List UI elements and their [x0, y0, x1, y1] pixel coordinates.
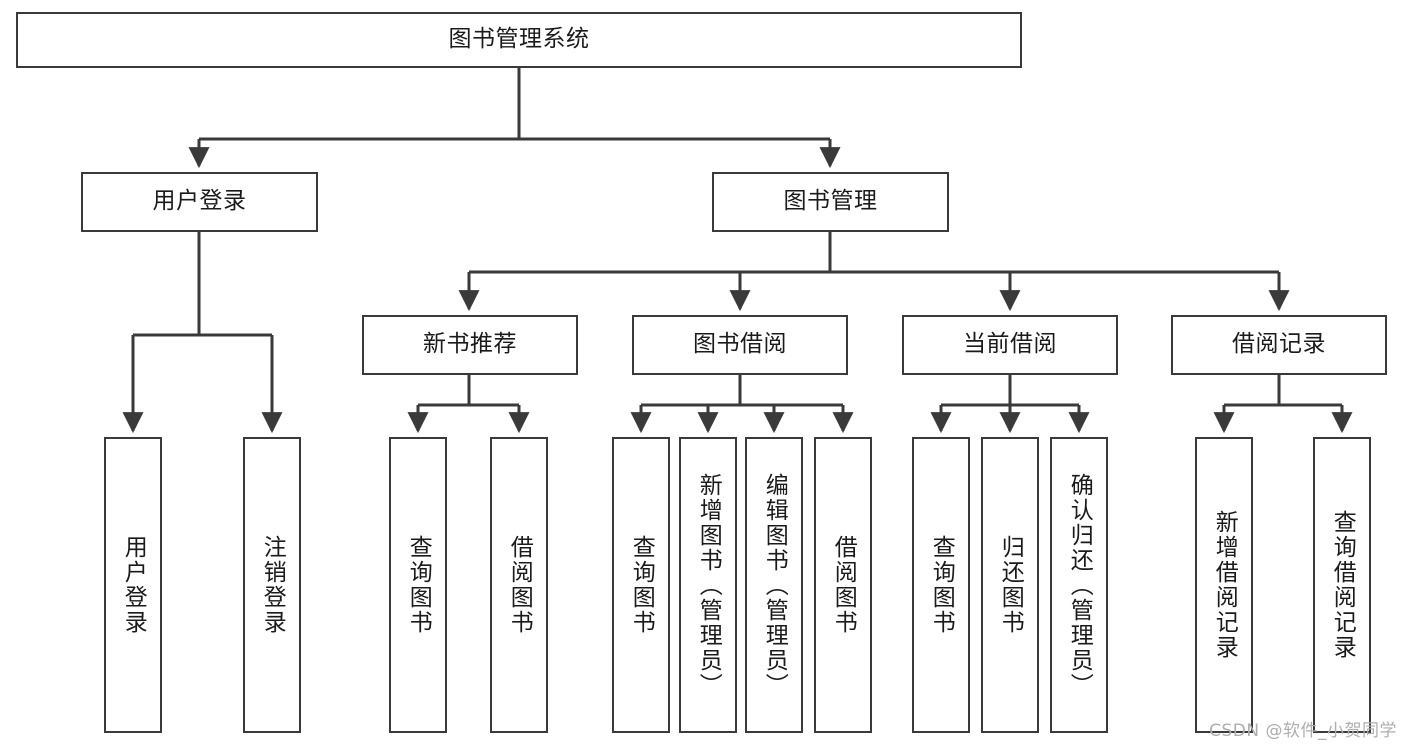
node-leaf-add-borrow-record[interactable]: 新增借阅记录 — [1195, 437, 1253, 733]
node-root-library-system[interactable]: 图书管理系统 — [16, 12, 1022, 68]
node-leaf-borrow-book-recommend[interactable]: 借阅图书 — [490, 437, 548, 733]
node-label: 当前借阅 — [963, 331, 1057, 358]
node-book-management[interactable]: 图书管理 — [712, 172, 949, 232]
node-label: 归还图书 — [997, 535, 1024, 635]
node-user-login[interactable]: 用户登录 — [81, 172, 318, 232]
node-label: 编辑图书（管理员） — [761, 472, 788, 698]
node-leaf-confirm-return-admin[interactable]: 确认归还（管理员） — [1050, 437, 1108, 733]
node-leaf-user-login[interactable]: 用户登录 — [104, 437, 162, 733]
node-current-borrow[interactable]: 当前借阅 — [902, 315, 1118, 375]
node-leaf-query-book-borrow[interactable]: 查询图书 — [612, 437, 670, 733]
node-leaf-edit-book-admin[interactable]: 编辑图书（管理员） — [745, 437, 803, 733]
watermark-text: CSDN @软件_小贺同学 — [1209, 721, 1397, 741]
node-leaf-query-book-current[interactable]: 查询图书 — [912, 437, 970, 733]
node-leaf-query-borrow-record[interactable]: 查询借阅记录 — [1313, 437, 1371, 733]
node-label: 查询图书 — [628, 535, 655, 635]
node-leaf-borrow-book[interactable]: 借阅图书 — [814, 437, 872, 733]
node-label: 借阅记录 — [1232, 331, 1326, 358]
node-borrow-record[interactable]: 借阅记录 — [1171, 315, 1387, 375]
node-label: 用户登录 — [120, 535, 147, 635]
node-label: 新增图书（管理员） — [695, 472, 722, 698]
node-label: 新增借阅记录 — [1211, 510, 1238, 660]
node-leaf-query-book-recommend[interactable]: 查询图书 — [389, 437, 447, 733]
node-label: 借阅图书 — [830, 535, 857, 635]
node-leaf-return-book[interactable]: 归还图书 — [981, 437, 1039, 733]
node-label: 查询图书 — [405, 535, 432, 635]
node-label: 图书管理系统 — [448, 26, 590, 53]
node-label: 注销登录 — [259, 535, 286, 635]
node-label: 查询借阅记录 — [1329, 510, 1356, 660]
node-label: 新书推荐 — [423, 331, 517, 358]
node-leaf-add-book-admin[interactable]: 新增图书（管理员） — [679, 437, 737, 733]
node-label: 借阅图书 — [506, 535, 533, 635]
node-label: 查询图书 — [928, 535, 955, 635]
node-label: 用户登录 — [152, 188, 247, 215]
node-new-book-recommend[interactable]: 新书推荐 — [362, 315, 578, 375]
node-book-borrow[interactable]: 图书借阅 — [632, 315, 848, 375]
node-label: 确认归还（管理员） — [1066, 472, 1093, 698]
node-leaf-logout[interactable]: 注销登录 — [243, 437, 301, 733]
node-label: 图书借阅 — [693, 331, 787, 358]
node-label: 图书管理 — [783, 188, 878, 215]
